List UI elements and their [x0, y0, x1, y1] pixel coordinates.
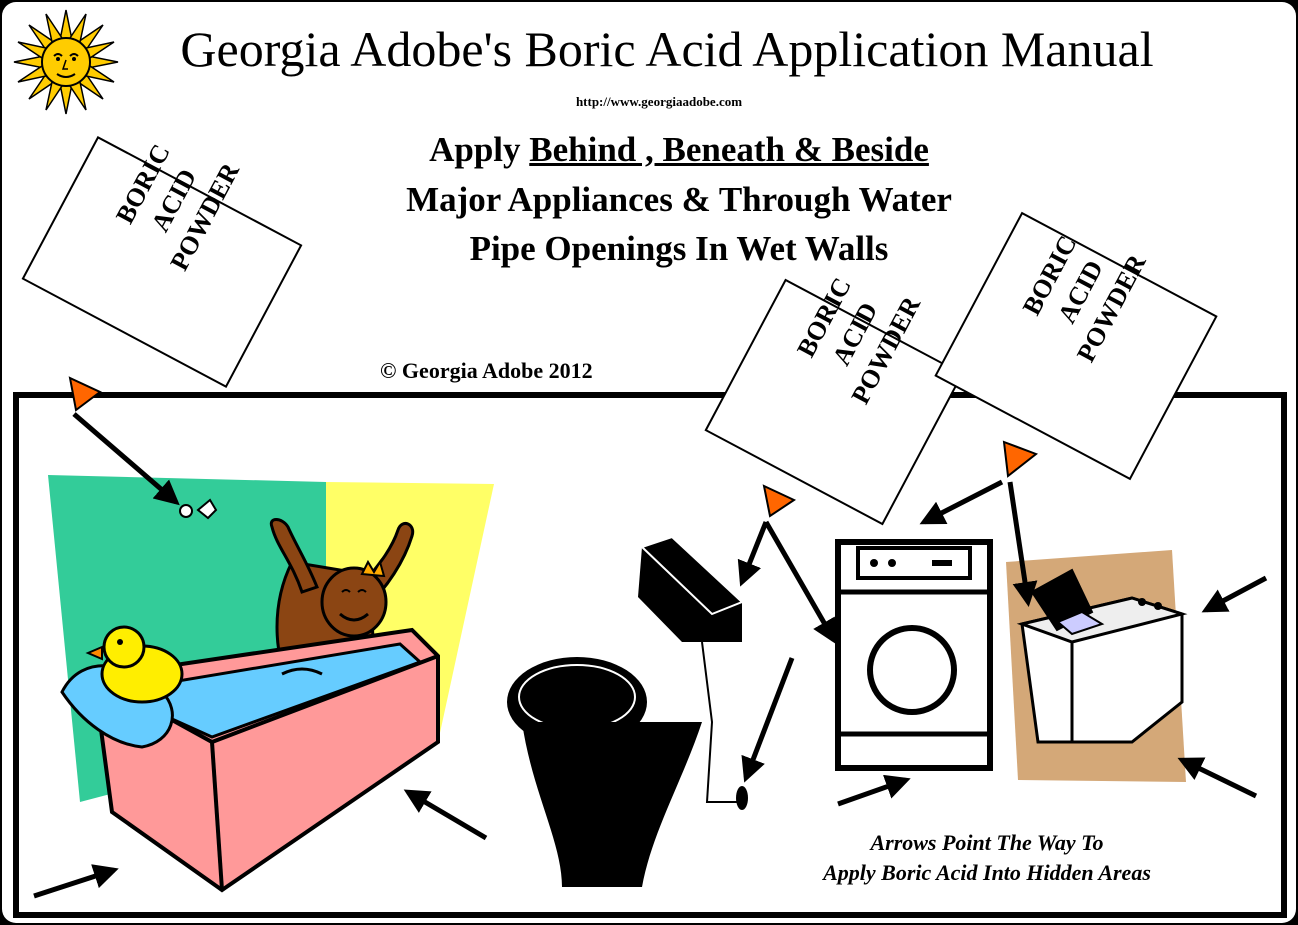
- arrow-icon: [741, 657, 795, 783]
- toilet-illustration: [507, 535, 748, 887]
- arrow-icon: [1201, 575, 1268, 613]
- caption-line1: Arrows Point The Way To: [870, 830, 1104, 855]
- boric-acid-box-right: BORIC ACID POWDER: [934, 211, 1218, 481]
- arrow-icon: [837, 774, 911, 807]
- copyright-notice: © Georgia Adobe 2012: [380, 358, 593, 383]
- headline-apply: Apply: [429, 130, 530, 169]
- arrow-icon: [1177, 757, 1258, 799]
- caption-line2: Apply Boric Acid Into Hidden Areas: [823, 860, 1151, 885]
- nozzle-middle: [762, 484, 797, 518]
- fly-icon: [179, 498, 218, 520]
- headline-line3: Pipe Openings In Wet Walls: [469, 229, 889, 268]
- scene-frame: [13, 392, 1287, 918]
- bathtub-illustration: [91, 627, 440, 893]
- rubber-duck-illustration: [60, 625, 184, 749]
- headline-line1: Apply Behind , Beneath & Beside: [2, 130, 1296, 170]
- arrow-icon: [72, 412, 180, 506]
- page-title: Georgia Adobe's Boric Acid Application M…: [180, 21, 1154, 77]
- arrow-icon: [763, 520, 837, 645]
- arrow-icon: [33, 864, 119, 899]
- sun-logo-icon: [13, 9, 119, 115]
- website-url[interactable]: http://www.georgiaadobe.com: [575, 94, 743, 109]
- arrow-icon: [919, 479, 1004, 525]
- arrow-icon: [403, 789, 488, 841]
- arrow-icon: [1007, 481, 1038, 607]
- dryer-illustration: [835, 539, 993, 771]
- headline-emphasis: Behind , Beneath & Beside: [529, 130, 929, 169]
- arrow-icon: [737, 521, 769, 587]
- nozzle-left: [68, 376, 102, 412]
- boric-acid-box-middle: BORIC ACID POWDER: [704, 273, 964, 526]
- nozzle-right: [1002, 440, 1039, 478]
- headline-line2: Major Appliances & Through Water: [406, 180, 952, 219]
- washer-illustration: [1006, 550, 1188, 782]
